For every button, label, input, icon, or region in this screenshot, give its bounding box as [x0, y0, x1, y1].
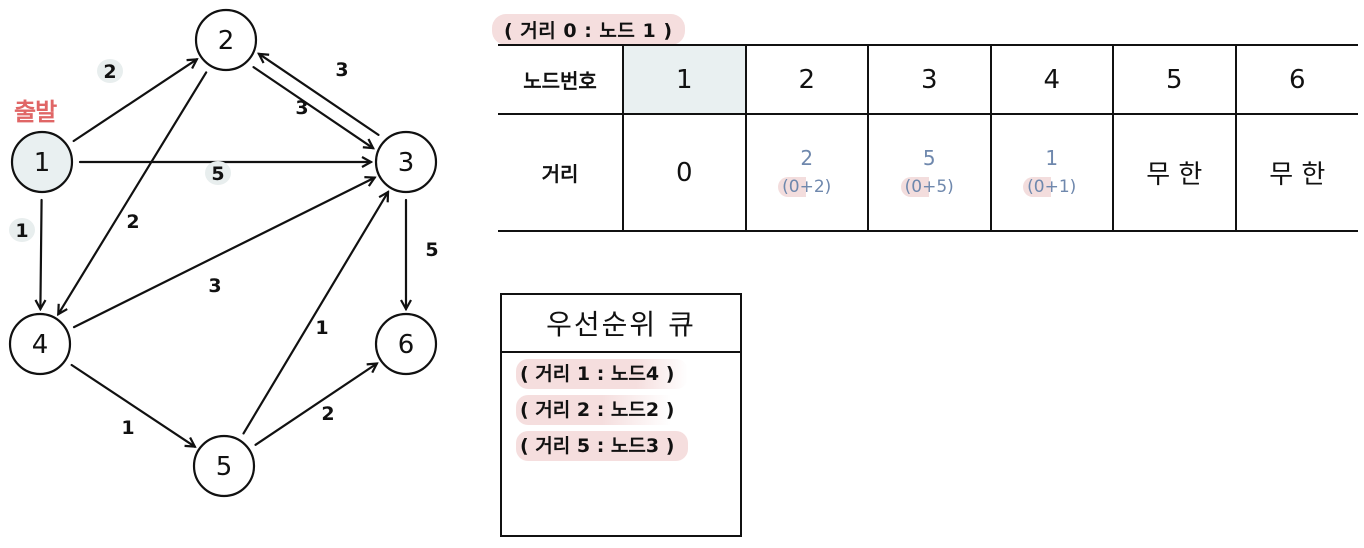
distance-cell-2: 2 (0+2): [744, 114, 868, 232]
node-circle-3: [374, 130, 438, 194]
queue-item-3: ( 거리 5 : 노드3 ): [516, 431, 689, 461]
node-cell-3: 3: [867, 43, 991, 116]
node-circle-1: [10, 130, 74, 194]
distance-cell-6: 무 한: [1234, 114, 1358, 232]
edge-5-6: [254, 363, 377, 446]
distance-expr-4: (0+1): [1023, 176, 1081, 197]
distance-cell-5: 무 한: [1112, 114, 1236, 232]
node-label-1: 1: [34, 148, 51, 178]
distance-expr-2: (0+2): [778, 176, 836, 197]
edge-weight-2-3: 3: [335, 59, 348, 81]
queue-item-1: ( 거리 1 : 노드4 ): [516, 359, 689, 389]
node-number-row: 노드번호 1 2 3 4 5 6: [498, 43, 1358, 116]
distance-value-4: 1: [1045, 145, 1059, 170]
edge-weight-1-3: 5: [211, 163, 224, 185]
edge-4-3: [72, 178, 375, 329]
edge-1-2: [72, 59, 197, 143]
node-label-2: 2: [218, 26, 235, 56]
weight-badge-1-2: [97, 59, 123, 83]
distance-value-3: 5: [922, 145, 936, 170]
weight-badge-1-4: [9, 218, 35, 242]
distance-cell-1: 0: [622, 114, 746, 232]
chosen-heart-mark: 1: [1035, 140, 1065, 171]
edge-1-4: [40, 198, 41, 309]
node-label-5: 5: [216, 452, 233, 482]
node-label-6: 6: [398, 330, 415, 360]
node-label-4: 4: [32, 330, 49, 360]
node-label-3: 3: [398, 148, 415, 178]
edge-weight-4-3: 3: [208, 275, 221, 297]
edge-weight-1-4: 1: [15, 220, 28, 242]
node-cell-6: 6: [1234, 43, 1358, 116]
distance-cell-3: 5 (0+5): [867, 114, 991, 232]
distance-expr-3: (0+5): [900, 176, 958, 197]
distance-row-header: 거리: [498, 114, 623, 232]
edge-4-5: [70, 363, 195, 447]
node-circle-5: [192, 434, 256, 498]
distance-value-4-wrap: 1: [992, 140, 1113, 171]
edge-2-4: [58, 71, 208, 314]
node-cell-2: 2: [744, 43, 868, 116]
edge-weight-3-6: 5: [425, 239, 438, 261]
edge-2-3: [252, 66, 374, 148]
edge-weight-2-4: 2: [126, 211, 139, 233]
current-pop-tag: ( 거리 0 : 노드 1 ): [492, 14, 685, 45]
distance-table: 노드번호 1 2 3 4 5 6 거리 0 2 (0+2) 5 (0+5): [498, 43, 1358, 232]
edge-weight-5-3: 1: [315, 317, 328, 339]
distance-value-6: 무 한: [1269, 160, 1326, 191]
edge-weight-1-2: 2: [103, 61, 116, 83]
node-circle-6: [374, 312, 438, 376]
queue-item-2: ( 거리 2 : 노드2 ): [516, 395, 689, 425]
node-cell-5: 5: [1112, 43, 1236, 116]
node-circle-4: [8, 312, 72, 376]
distance-value-2: 2: [800, 145, 814, 170]
edge-weight-3-2: 3: [295, 97, 308, 119]
start-label: 출발: [14, 98, 57, 126]
node-cell-1: 1: [622, 43, 746, 116]
node-row-header: 노드번호: [498, 43, 623, 116]
edge-5-3: [242, 192, 389, 435]
node-circle-2: [194, 8, 258, 72]
distance-row: 거리 0 2 (0+2) 5 (0+5) 1 (0+1): [498, 114, 1358, 232]
distance-value-1: 0: [675, 157, 693, 188]
edge-3-2: [259, 54, 380, 136]
graph-diagram: 2 5 1 3 3 2 3 1 1 2 5 1 2 3 4 5 6: [8, 8, 439, 498]
distance-value-5: 무 한: [1146, 160, 1203, 191]
node-cell-4: 4: [989, 43, 1113, 116]
edge-weight-4-5: 1: [121, 417, 134, 439]
distance-cell-4: 1 (0+1): [989, 114, 1113, 232]
priority-queue-box: 우선순위 큐 ( 거리 1 : 노드4 ) ( 거리 2 : 노드2 ) ( 거…: [500, 293, 742, 537]
priority-queue-title: 우선순위 큐: [502, 295, 740, 353]
edge-weight-5-6: 2: [321, 403, 334, 425]
weight-badge-1-3: [205, 161, 231, 185]
